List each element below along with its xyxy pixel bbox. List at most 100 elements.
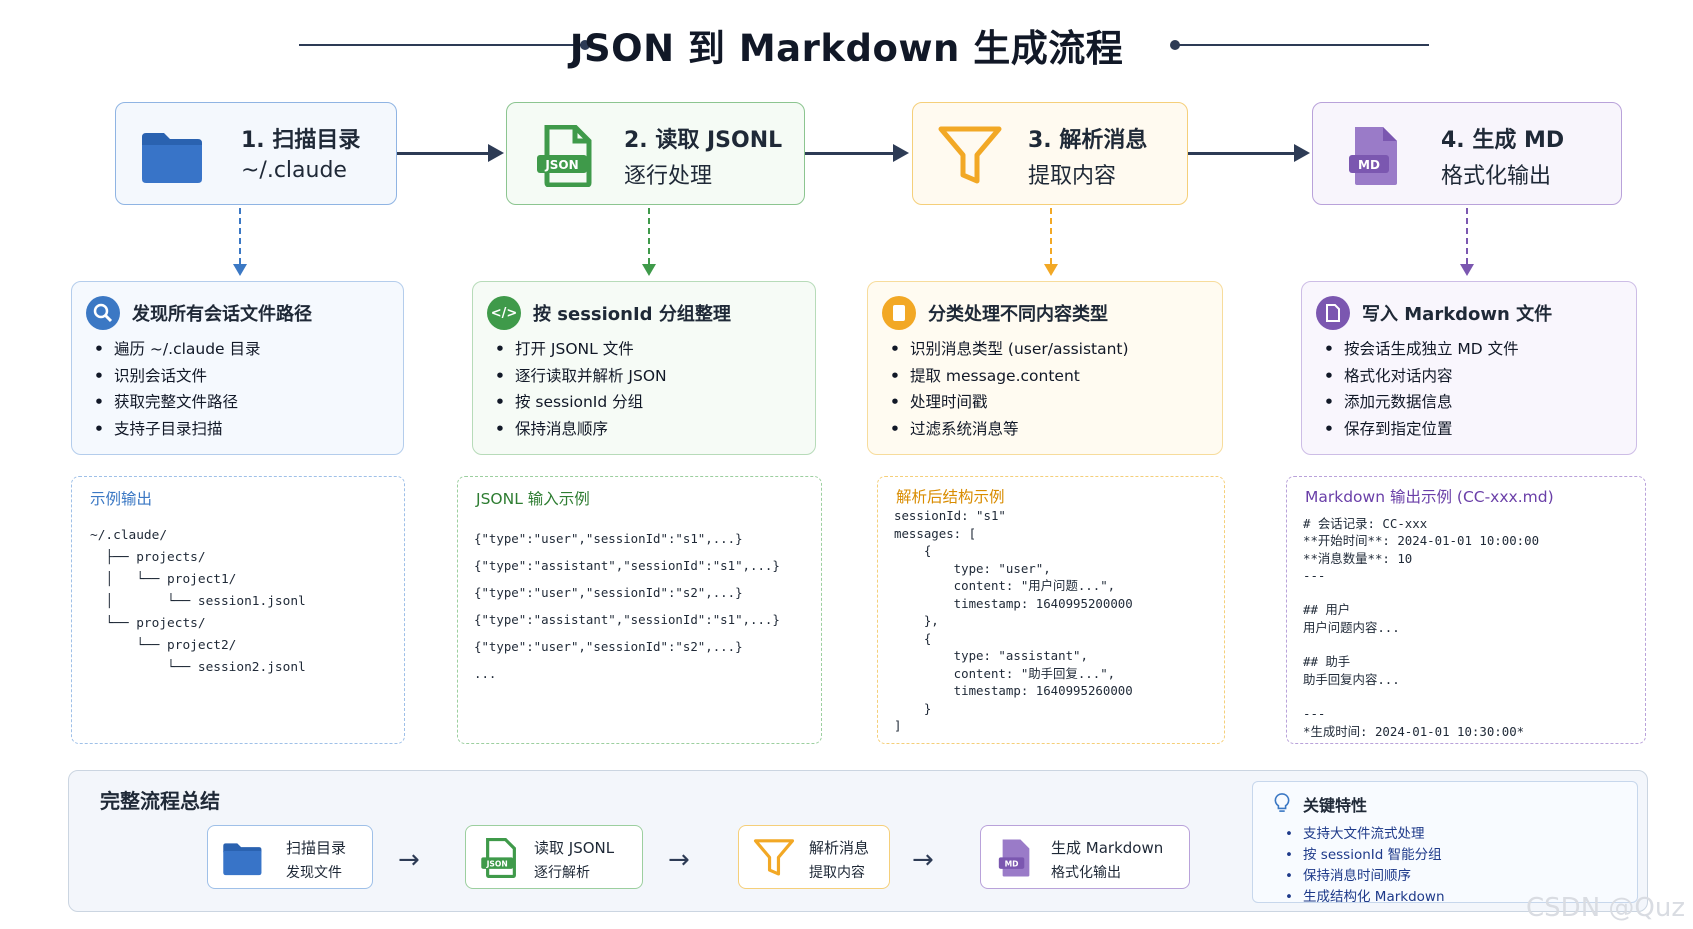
code-line: ## 助手	[1303, 654, 1351, 670]
example-box-jsonl: JSONL 输入示例 {"type":"user","sessionId":"s…	[457, 476, 822, 744]
code-line: └── projects/	[90, 616, 206, 631]
list-item: 获取完整文件路径	[94, 389, 261, 416]
stage-card-generate: MD 4. 生成 MD 格式化输出	[1312, 102, 1622, 205]
summary-step-read: JSON 读取 JSONL 逐行解析	[465, 825, 643, 889]
code-line: ...	[474, 666, 497, 681]
key-features-box: 关键特性 支持大文件流式处理 按 sessionId 智能分组 保持消息时间顺序…	[1252, 781, 1638, 905]
example-title: JSONL 输入示例	[476, 490, 590, 508]
example-box-parsed: 解析后结构示例 sessionId: "s1" messages: [ { ty…	[877, 476, 1225, 744]
example-box-output: 示例输出 ~/.claude/ ├── projects/ │ └── proj…	[71, 476, 405, 744]
stage-card-read: JSON 2. 读取 JSONL 逐行处理	[506, 102, 805, 205]
code-line: timestamp: 1640995200000	[894, 595, 1133, 611]
code-line: {"type":"assistant","sessionId":"s1",...…	[474, 558, 780, 573]
folder-icon	[223, 843, 262, 876]
step-label: 解析消息	[809, 839, 870, 857]
funnel-icon	[938, 126, 1002, 184]
detail-title: 分类处理不同内容类型	[928, 304, 1108, 325]
list-item: 过滤系统消息等	[890, 416, 1129, 443]
step-label: 扫描目录	[286, 839, 347, 857]
step-sublabel: 发现文件	[286, 865, 342, 881]
stage-subtitle: 提取内容	[1028, 164, 1117, 189]
list-item: 保存到指定位置	[1324, 416, 1519, 443]
json-badge: JSON	[486, 859, 508, 868]
step-sublabel: 格式化输出	[1051, 865, 1121, 881]
list-item: 按会话生成独立 MD 文件	[1324, 336, 1519, 363]
key-features-list: 支持大文件流式处理 按 sessionId 智能分组 保持消息时间顺序 生成结构…	[1285, 824, 1445, 908]
code-line: {"type":"user","sessionId":"s2",...}	[474, 639, 743, 654]
title-rule-right	[1175, 44, 1429, 46]
funnel-icon	[753, 839, 795, 876]
key-features-title: 关键特性	[1303, 796, 1368, 815]
detail-list: 按会话生成独立 MD 文件 格式化对话内容 添加元数据信息 保存到指定位置	[1324, 336, 1519, 442]
code-line: │ └── project1/	[90, 572, 237, 587]
detail-list: 打开 JSONL 文件 逐行读取并解析 JSON 按 sessionId 分组 …	[495, 336, 667, 442]
list-item: 识别会话文件	[94, 363, 261, 390]
detail-title: 写入 Markdown 文件	[1362, 304, 1553, 325]
code-line	[1303, 584, 1539, 601]
arrow-3-4	[1188, 152, 1296, 155]
code-block: sessionId: "s1" messages: [ { type: "use…	[894, 507, 1133, 735]
list-item: 按 sessionId 智能分组	[1285, 845, 1445, 866]
code-line: ├── projects/	[90, 550, 206, 565]
code-block: ~/.claude/ ├── projects/ │ └── project1/…	[90, 525, 306, 679]
example-title: 解析后结构示例	[896, 488, 1005, 506]
summary-step-scan: 扫描目录 发现文件	[207, 825, 373, 889]
step-sublabel: 提取内容	[809, 865, 865, 881]
flow-arrow: →	[668, 845, 690, 875]
step-sublabel: 逐行解析	[534, 865, 590, 881]
file-icon	[1316, 296, 1350, 330]
arrowhead	[488, 144, 504, 162]
code-line	[1303, 636, 1539, 653]
code-block: # 会话记录: CC-xxx **开始时间**: 2024-01-01 10:0…	[1303, 515, 1539, 740]
code-line: {"type":"user","sessionId":"s1",...}	[474, 531, 743, 546]
summary-step-parse: 解析消息 提取内容	[738, 825, 890, 889]
code-line: messages: [	[894, 525, 977, 541]
code-line: ---	[1303, 567, 1326, 583]
code-line: ---	[1303, 706, 1326, 722]
stage-subtitle: ~/.claude	[241, 158, 347, 183]
code-line: {"type":"assistant","sessionId":"s1",...…	[474, 612, 780, 627]
list-item: 生成结构化 Markdown	[1285, 887, 1445, 908]
code-line: **消息数量**: 10	[1303, 550, 1413, 566]
summary-title: 完整流程总结	[100, 789, 220, 813]
code-line: 助手回复内容...	[1303, 671, 1400, 687]
search-icon	[86, 296, 120, 330]
arrow-1-2	[397, 152, 490, 155]
title-dot-left	[580, 40, 590, 50]
lightbulb-icon	[1274, 793, 1290, 812]
list-item: 保持消息时间顺序	[1285, 866, 1445, 887]
detail-card-parse: 分类处理不同内容类型 识别消息类型 (user/assistant) 提取 me…	[867, 281, 1223, 455]
detail-list: 遍历 ~/.claude 目录 识别会话文件 获取完整文件路径 支持子目录扫描	[94, 336, 261, 442]
stage-title: 3. 解析消息	[1028, 128, 1148, 153]
code-line: *生成时间: 2024-01-01 10:30:00*	[1303, 723, 1525, 739]
code-line: {	[894, 543, 932, 558]
list-item: 添加元数据信息	[1324, 389, 1519, 416]
code-line: ]	[894, 718, 902, 733]
code-icon: </>	[487, 296, 521, 330]
arrowhead	[642, 264, 656, 276]
code-line	[1303, 688, 1539, 705]
code-line: ~/.claude/	[90, 528, 168, 543]
code-line: {"type":"user","sessionId":"s2",...}	[474, 585, 743, 600]
list-item: 保持消息顺序	[495, 416, 667, 443]
code-line: }	[894, 700, 932, 716]
code-line: timestamp: 1640995260000	[894, 683, 1133, 698]
code-block: {"type":"user","sessionId":"s1",...} {"t…	[474, 525, 780, 687]
list-item: 格式化对话内容	[1324, 363, 1519, 390]
step-label: 读取 JSONL	[534, 839, 615, 857]
json-file-icon: JSON	[481, 838, 516, 878]
stage-title: 1. 扫描目录	[241, 128, 361, 153]
list-item: 打开 JSONL 文件	[495, 336, 667, 363]
json-file-icon: JSON	[537, 125, 592, 187]
code-line: sessionId: "s1"	[894, 508, 1006, 523]
arrowhead	[1044, 264, 1058, 276]
arrowhead	[893, 144, 909, 162]
code-line: content: "助手回复...",	[894, 665, 1116, 681]
code-line: └── session2.jsonl	[90, 660, 306, 675]
example-title: 示例输出	[90, 490, 153, 508]
stage-subtitle: 逐行处理	[624, 164, 713, 189]
summary-step-generate: MD 生成 Markdown 格式化输出	[980, 825, 1190, 889]
list-item: 处理时间戳	[890, 389, 1129, 416]
detail-title: 发现所有会话文件路径	[132, 304, 312, 325]
step-label: 生成 Markdown	[1051, 839, 1164, 857]
